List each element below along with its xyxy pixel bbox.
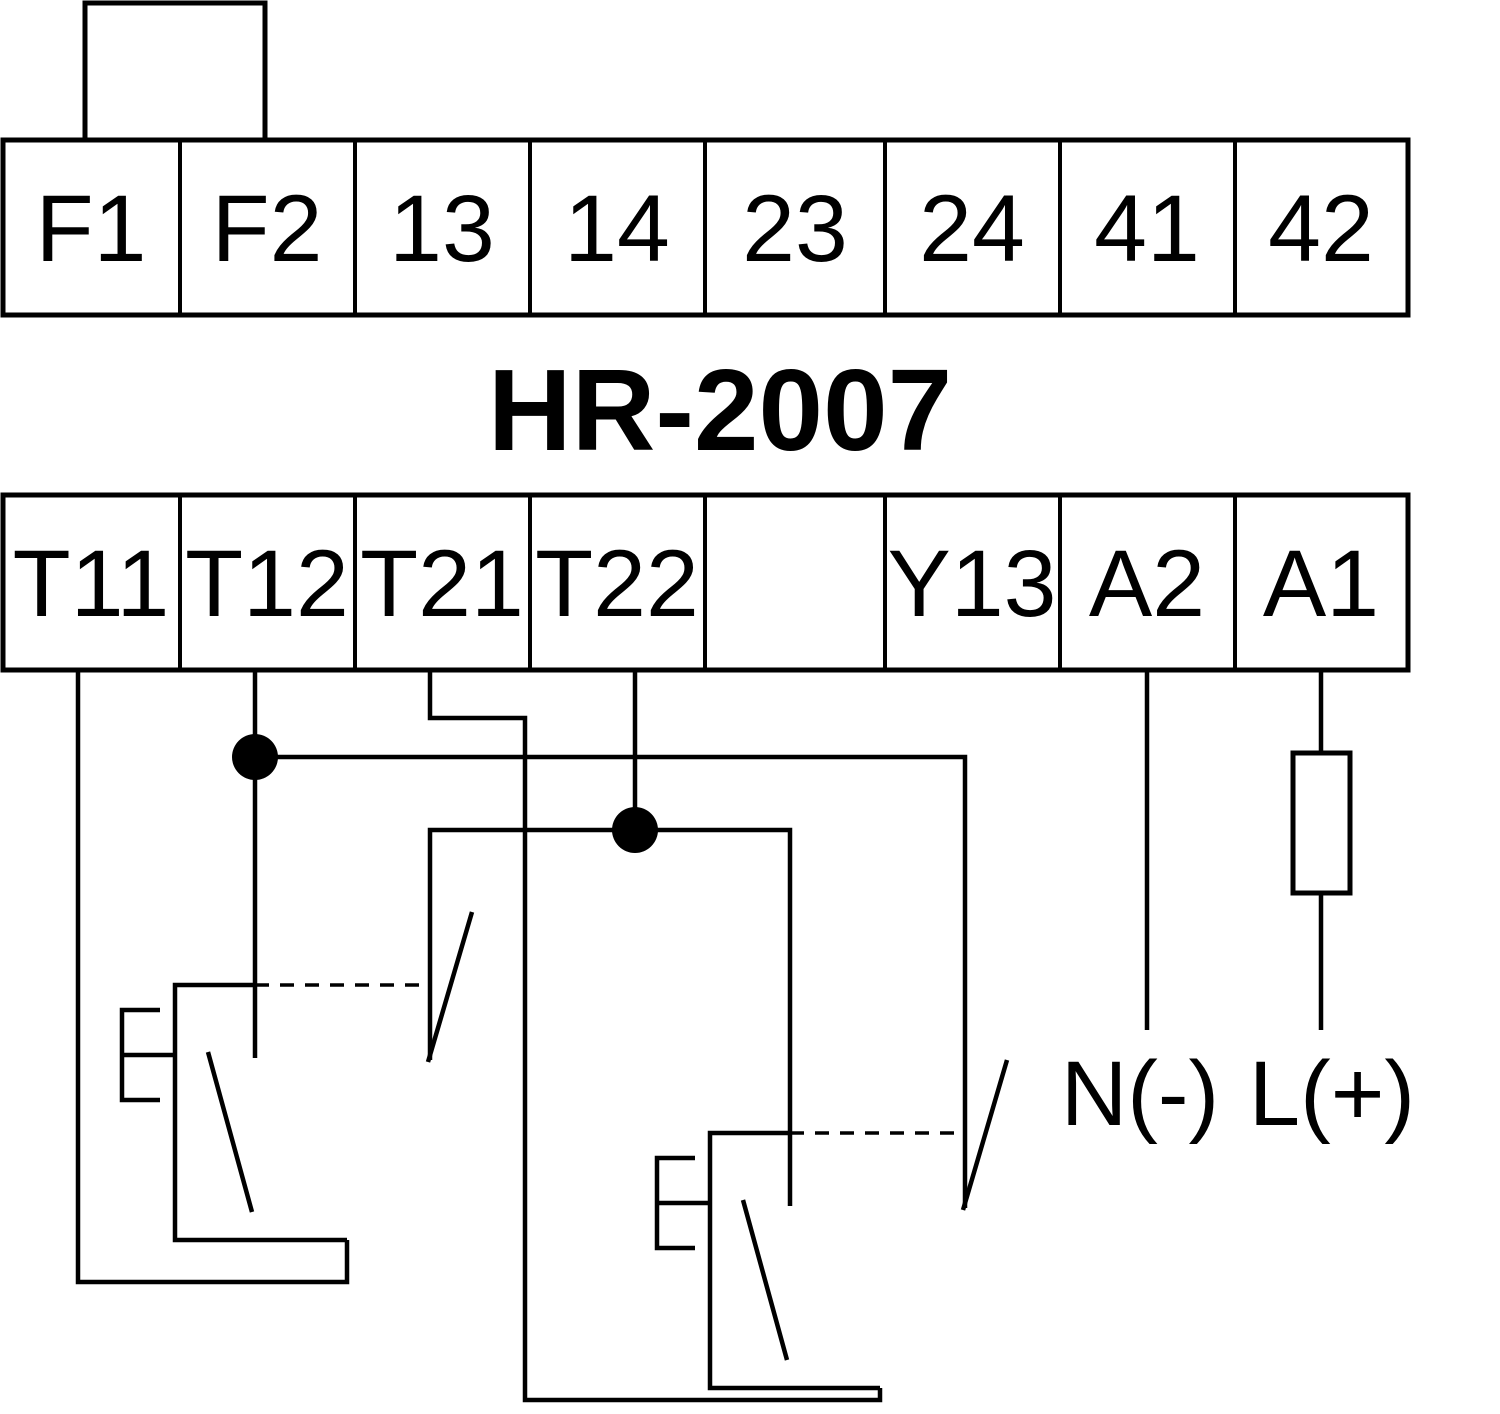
relay2-frame [707,1130,880,1391]
line-label: L(+) [1249,1043,1415,1145]
terminal-F1: F1 [36,176,147,282]
relay1-actuator-icon [119,1007,175,1103]
t11-wire [75,670,350,1285]
terminal-T21: T21 [360,531,524,637]
relay1-contact-blade [425,911,475,1063]
junction1-branch-wire [255,754,968,1208]
wiring [75,670,1353,1403]
terminal-Y13: Y13 [887,531,1056,637]
terminal-T11: T11 [13,531,170,637]
neutral-label: N(-) [1061,1043,1219,1145]
relay-contact-2 [654,1059,1010,1391]
t21-wire [427,670,883,1403]
bottom-terminal-row: T11 T12 T21 T22 Y13 A2 A1 [0,492,1411,673]
relay-contact-1 [119,911,475,1243]
top-connector-box [82,0,268,143]
terminal-A1: A1 [1263,531,1379,637]
terminal-23: 23 [742,176,848,282]
terminal-A2: A2 [1089,531,1205,637]
relay2-actuator-icon [654,1155,710,1251]
terminal-42: 42 [1268,176,1374,282]
device-model-title: HR-2007 [488,345,952,475]
relay1-frame [172,982,347,1243]
relay2-armature [740,1199,790,1361]
relay1-armature [205,1051,255,1213]
terminal-T12: T12 [185,531,349,637]
terminal-F2: F2 [212,176,323,282]
relay2-contact-blade [960,1059,1010,1211]
terminal-24: 24 [919,176,1025,282]
terminal-T22: T22 [535,531,699,637]
fuse-symbol [1290,750,1353,896]
terminal-14: 14 [564,176,670,282]
top-terminal-row: F1 F2 13 14 23 24 41 42 [0,137,1411,318]
terminal-13: 13 [389,176,495,282]
terminal-41: 41 [1094,176,1200,282]
junction2-branch-wire [427,827,793,1206]
